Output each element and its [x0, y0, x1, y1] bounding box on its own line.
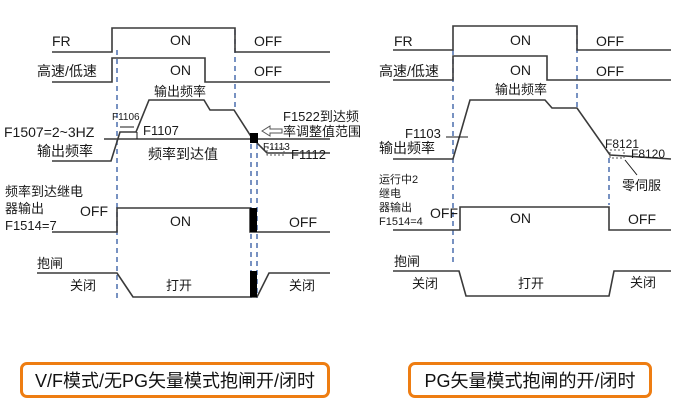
right-relay-on: ON: [510, 210, 531, 226]
right-relay-label-4: F1514=4: [379, 216, 423, 228]
left-brake-block: [250, 271, 257, 297]
left-fr-label: FR: [52, 33, 71, 49]
right-relay-label-2: 继电: [379, 187, 401, 200]
left-freq-threshold: F1507=2~3HZ: [4, 124, 95, 140]
right-diagram: FR ON OFF 高速/低速 ON OFF 输出频率 F1103 输出频率 F…: [379, 25, 672, 297]
right-f8121-bracket: [609, 149, 625, 159]
right-relay-label-3: 器输出: [379, 200, 412, 214]
right-speed-label: 高速/低速: [379, 63, 439, 79]
right-brake-label: 抱闸: [394, 254, 420, 269]
left-relay-signal: [52, 207, 330, 233]
left-speed-off: OFF: [254, 63, 282, 79]
left-speed-signal: [52, 57, 330, 83]
right-fr-signal: [393, 25, 671, 51]
left-relay-block: [250, 208, 257, 232]
left-speed-label: 高速/低速: [37, 63, 97, 79]
left-freq-reach-marker: [250, 133, 258, 143]
left-brake-open: 打开: [166, 278, 192, 293]
left-freq-reach-label: 频率到达值: [148, 146, 218, 162]
left-brake-closed-after: 关闭: [289, 278, 315, 293]
left-f1112-label: F1112: [291, 147, 326, 162]
right-caption: PG矢量模式抱闸的开/闭时: [408, 362, 652, 398]
right-zero-servo-label: 零伺服: [622, 178, 661, 193]
right-brake-signal: [393, 270, 671, 297]
right-zero-servo-pointer: [624, 159, 638, 176]
right-fr-on: ON: [510, 32, 531, 48]
right-fr-label: FR: [394, 33, 413, 49]
left-f1113-bracket: [266, 147, 285, 156]
left-note-line1: F1522到达频: [283, 109, 359, 124]
left-speed-on: ON: [170, 62, 191, 78]
left-brake-signal: [37, 272, 330, 298]
right-freq-threshold: F1103: [405, 126, 441, 141]
right-relay-off-before: OFF: [430, 205, 458, 221]
left-caption: V/F模式/无PG矢量模式抱闸开/闭时: [20, 362, 330, 398]
left-f1107-label: F1107: [143, 123, 179, 138]
left-fr-signal: [52, 27, 330, 53]
left-relay-label-2: 器输出: [5, 201, 44, 216]
left-brake-closed-before: 关闭: [70, 278, 96, 293]
left-diagram: FR ON OFF 高速/低速 ON OFF 输出频率 F1507=2~3HZ …: [4, 27, 361, 300]
right-speed-on: ON: [510, 62, 531, 78]
right-f8121-label: F8121: [605, 137, 639, 151]
right-speed-signal: [393, 55, 671, 81]
right-speed-off: OFF: [596, 63, 624, 79]
right-brake-closed-after: 关闭: [630, 275, 656, 290]
left-freq-title: 输出频率: [154, 84, 206, 99]
right-relay-label-1: 运行中2: [379, 173, 418, 186]
right-freq-title: 输出频率: [495, 82, 547, 97]
left-fr-on: ON: [170, 32, 191, 48]
left-fr-off: OFF: [254, 33, 282, 49]
right-f8120-label: F8120: [631, 147, 665, 161]
left-relay-off-after: OFF: [289, 214, 317, 230]
left-note-arrow-icon: [261, 125, 283, 137]
left-relay-label-1: 频率到达继电: [5, 184, 83, 199]
right-relay-signal: [393, 206, 671, 231]
right-fr-off: OFF: [596, 33, 624, 49]
left-note-line2: 率调整值范围: [283, 124, 361, 139]
right-freq-curve: [393, 99, 672, 160]
right-freq-label: 输出频率: [379, 140, 435, 156]
left-brake-label: 抱闸: [37, 256, 63, 271]
left-f1113-label: F1113: [263, 142, 290, 153]
left-f1106-label: F1106: [112, 112, 140, 123]
right-relay-off-after: OFF: [628, 211, 656, 227]
left-relay-on: ON: [170, 213, 191, 229]
left-relay-off-before: OFF: [80, 203, 108, 219]
right-brake-open: 打开: [518, 276, 544, 291]
left-relay-label-3: F1514=7: [5, 218, 57, 233]
left-freq-label: 输出频率: [37, 143, 93, 159]
right-brake-closed-before: 关闭: [412, 276, 438, 291]
